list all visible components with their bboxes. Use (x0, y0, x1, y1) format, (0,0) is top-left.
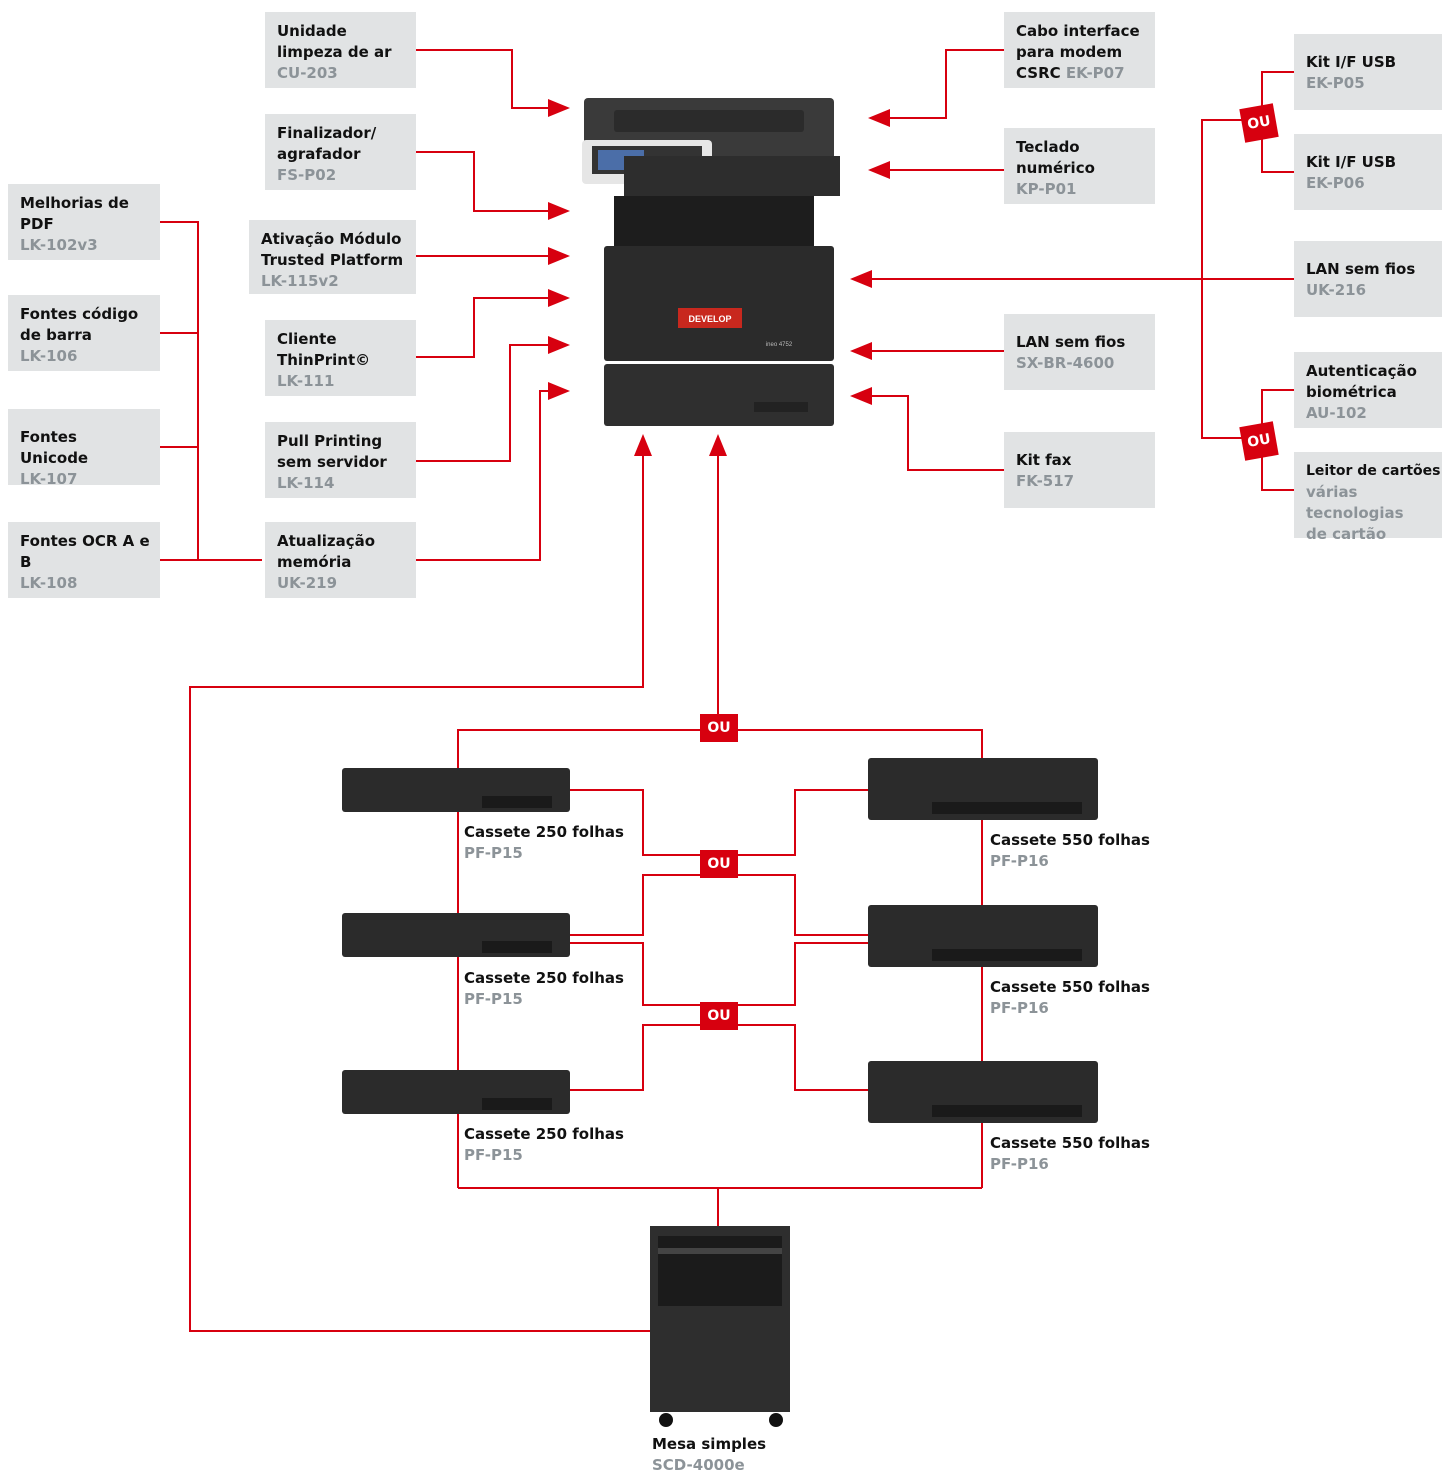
option-fsp02[interactable]: Finalizador/ agrafador FS-P02 (265, 114, 416, 190)
cassette-250-image-2 (342, 913, 570, 957)
option-name: Finalizador/ agrafador (277, 124, 377, 163)
cassette-250-image-1 (342, 768, 570, 812)
line-font-bus (160, 221, 262, 561)
desk-label: Mesa simples SCD-4000e (652, 1435, 767, 1474)
option-code: LK-107 (20, 470, 78, 488)
option-uk216[interactable]: LAN sem fios UK-216 (1294, 241, 1442, 317)
ou-badge-cassette-2: OU (700, 1002, 738, 1030)
cassette-550-image-1 (868, 758, 1098, 820)
option-name: LAN sem fios (1016, 333, 1126, 351)
cassette-250-label-1: Cassete 250 folhas PF-P15 (464, 823, 624, 862)
option-lk102[interactable]: Melhorias de PDF LK-102v3 (8, 184, 160, 260)
option-name: Ativação Módulo Trusted Platform (261, 230, 404, 269)
option-name: Kit I/F USB (1306, 153, 1397, 171)
cassette-250-label-3: Cassete 250 folhas PF-P15 (464, 1125, 624, 1164)
option-reader[interactable]: Leitor de cartões várias tecnologias de … (1294, 452, 1442, 543)
option-lk111[interactable]: Cliente ThinPrint© LK-111 (265, 320, 416, 396)
option-name: Fontes OCR A e B (20, 532, 150, 571)
option-lk106[interactable]: Fontes código de barra LK-106 (8, 295, 160, 371)
cassette-550-label-3: Cassete 550 folhas PF-P16 (990, 1134, 1150, 1173)
option-name: Autenticação biométrica (1306, 362, 1417, 401)
option-sxbr[interactable]: LAN sem fios SX-BR-4600 (1004, 314, 1155, 390)
option-name: Teclado numérico (1016, 138, 1095, 177)
option-lk108[interactable]: Fontes OCR A e B LK-108 (8, 522, 160, 598)
line-uk219 (416, 390, 556, 561)
cassette-550-label-2: Cassete 550 folhas PF-P16 (990, 978, 1150, 1017)
line-right-bus (1201, 119, 1262, 439)
option-code: LK-108 (20, 574, 78, 592)
cassette-550-image-2 (868, 905, 1098, 967)
option-code: SX-BR-4600 (1016, 354, 1115, 372)
option-code: EK-P07 (1065, 64, 1125, 82)
option-code: LK-111 (277, 372, 335, 390)
line-ekp07 (890, 49, 1004, 119)
desk-image (650, 1226, 790, 1427)
line-lk111 (416, 297, 556, 358)
option-code: LK-115v2 (261, 272, 339, 290)
option-fk517[interactable]: Kit fax FK-517 (1004, 432, 1155, 508)
option-code: EK-P05 (1306, 74, 1365, 92)
option-name: Fontes Unicode (20, 428, 89, 467)
line-cu203 (416, 49, 556, 109)
ou-badge-cassette-type: OU (700, 714, 738, 742)
option-code: LK-114 (277, 474, 335, 492)
option-name: Kit I/F USB (1306, 53, 1397, 71)
option-kpp01[interactable]: Teclado numérico KP-P01 (1004, 128, 1155, 204)
cassette-550-label-1: Cassete 550 folhas PF-P16 (990, 831, 1150, 870)
option-ekp06[interactable]: Kit I/F USB EK-P06 (1294, 134, 1442, 210)
line-desk-direct (189, 455, 652, 1332)
option-name: LAN sem fios (1306, 260, 1416, 278)
option-ekp05[interactable]: Kit I/F USB EK-P05 (1294, 34, 1442, 110)
arrowheads (548, 99, 890, 456)
option-lk115[interactable]: Ativação Módulo Trusted Platform LK-115v… (249, 220, 416, 294)
option-code: CU-203 (277, 64, 338, 82)
option-name: Cabo interface para modem CSRC EK-P07 (1016, 22, 1140, 82)
option-name: Fontes código de barra (20, 305, 139, 344)
option-name: Cliente ThinPrint© (277, 330, 371, 369)
option-uk219[interactable]: Atualização memória UK-219 (265, 522, 416, 598)
option-code: UK-219 (277, 574, 338, 592)
option-code: UK-216 (1306, 281, 1367, 299)
option-name: Pull Printing sem servidor (277, 432, 387, 471)
option-ekp07[interactable]: Cabo interface para modem CSRC EK-P07 (1004, 12, 1155, 88)
ou-badge-usb: OU (1239, 103, 1279, 143)
line-fk517 (872, 395, 1004, 471)
option-code: KP-P01 (1016, 180, 1077, 198)
cassette-250-image-3 (342, 1070, 570, 1114)
option-lk114[interactable]: Pull Printing sem servidor LK-114 (265, 422, 416, 498)
option-name: Leitor de cartões (1306, 463, 1441, 479)
ou-badge-auth: OU (1239, 421, 1279, 461)
ou-badge-cassette-1: OU (700, 850, 738, 878)
option-code: várias tecnologias de cartão (1306, 483, 1404, 543)
option-name: Kit fax (1016, 451, 1072, 469)
option-au102[interactable]: Autenticação biométrica AU-102 (1294, 352, 1442, 428)
option-code: FK-517 (1016, 472, 1075, 490)
cassette-250-label-2: Cassete 250 folhas PF-P15 (464, 969, 624, 1008)
option-code: AU-102 (1306, 404, 1367, 422)
cassette-550-image-3 (868, 1061, 1098, 1123)
device-model-text: ineo 4752 (766, 342, 793, 348)
line-fsp02 (416, 151, 556, 212)
option-cu203[interactable]: Unidade limpeza de ar CU-203 (265, 12, 416, 88)
option-name: Atualização memória (277, 532, 376, 571)
option-code: EK-P06 (1306, 174, 1365, 192)
main-device-image: DEVELOP ineo 4752 (582, 98, 840, 426)
option-lk107[interactable]: Fontes Unicode LK-107 (8, 409, 160, 488)
line-lk114 (416, 344, 556, 462)
option-name: Melhorias de PDF (20, 194, 129, 233)
option-code: FS-P02 (277, 166, 337, 184)
option-name: Unidade limpeza de ar (277, 22, 392, 61)
device-logo-text: DEVELOP (688, 314, 731, 324)
option-code: LK-106 (20, 347, 78, 365)
option-code: LK-102v3 (20, 236, 98, 254)
